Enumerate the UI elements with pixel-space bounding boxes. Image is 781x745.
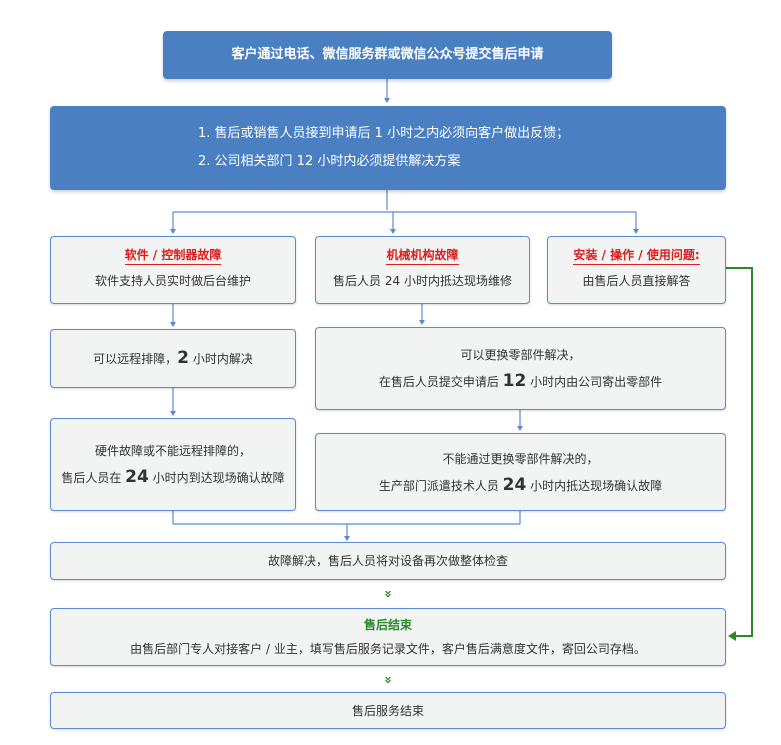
closing-desc: 由售后部门专人对接客户 / 业主，填写售后服务记录文件，客户售后满意度文件，寄回… — [130, 642, 646, 656]
recheck-text: 故障解决，售后人员将对设备再次做整体检查 — [267, 554, 508, 568]
double-chevron-down-icon: » — [380, 675, 396, 685]
text: 小时内由公司寄出零部件 — [526, 375, 663, 389]
replace-parts-line2: 在售后人员提交申请后 12 小时内由公司寄出零部件 — [379, 368, 662, 395]
text: 可以远程排障， — [93, 352, 178, 366]
no-parts-line1: 不能通过更换零部件解决的， — [442, 451, 599, 466]
hardware-line1: 硬件故障或不能远程排障的， — [94, 444, 251, 458]
hardware-fault-box: 硬件故障或不能远程排障的， 售后人员在 24 小时内到达现场确认故障 — [50, 418, 296, 511]
remote-fix-box: 可以远程排障，2 小时内解决 — [50, 329, 296, 388]
end-text: 售后服务结束 — [351, 703, 424, 718]
remote-fix-text: 可以远程排障，2 小时内解决 — [93, 346, 253, 371]
text: 小时内到达现场确认故障 — [148, 471, 285, 485]
double-chevron-down-icon: » — [380, 589, 396, 599]
text: 生产部门派遣技术人员 — [378, 478, 503, 493]
hours: 12 — [502, 371, 527, 391]
closing-box: 售后结束 由售后部门专人对接客户 / 业主，填写售后服务记录文件，客户售后满意度… — [50, 608, 726, 666]
response-rule-1: 1. 售后或销售人员接到申请后 1 小时之内必须向客户做出反馈； — [198, 126, 570, 141]
text: 在售后人员提交申请后 — [378, 375, 503, 389]
hours: 24 — [502, 474, 527, 495]
hours: 24 — [125, 467, 149, 487]
software-fault-box: 软件 / 控制器故障 软件支持人员实时做后台维护 — [50, 236, 296, 304]
start-step: 客户通过电话、微信服务群或微信公众号提交售后申请 — [163, 31, 612, 79]
software-fault-desc: 软件支持人员实时做后台维护 — [94, 274, 251, 288]
mechanical-fault-desc: 售后人员 24 小时内抵达现场维修 — [333, 274, 512, 288]
install-issue-box: 安装 / 操作 / 使用问题: 由售后人员直接解答 — [547, 236, 726, 304]
replace-parts-box: 可以更换零部件解决， 在售后人员提交申请后 12 小时内由公司寄出零部件 — [315, 327, 726, 410]
text: 小时内抵达现场确认故障 — [526, 478, 663, 493]
response-rule-2: 2. 公司相关部门 12 小时内必须提供解决方案 — [198, 154, 461, 169]
end-box: 售后服务结束 — [50, 692, 726, 729]
install-issue-title: 安装 / 操作 / 使用问题: — [573, 247, 700, 265]
no-parts-box: 不能通过更换零部件解决的， 生产部门派遣技术人员 24 小时内抵达现场确认故障 — [315, 433, 726, 511]
software-fault-title: 软件 / 控制器故障 — [124, 247, 222, 265]
text: 售后人员在 — [61, 471, 126, 485]
mechanical-fault-title: 机械机构故障 — [386, 247, 459, 265]
hours: 2 — [177, 348, 190, 368]
no-parts-line2: 生产部门派遣技术人员 24 小时内抵达现场确认故障 — [379, 472, 662, 499]
response-step: 1. 售后或销售人员接到申请后 1 小时之内必须向客户做出反馈； 2. 公司相关… — [50, 106, 726, 190]
closing-title: 售后结束 — [363, 618, 412, 632]
start-text: 客户通过电话、微信服务群或微信公众号提交售后申请 — [231, 47, 544, 62]
mechanical-fault-box: 机械机构故障 售后人员 24 小时内抵达现场维修 — [315, 236, 530, 304]
replace-parts-line1: 可以更换零部件解决， — [460, 348, 581, 362]
text: 小时内解决 — [189, 352, 253, 366]
install-issue-desc: 由售后人员直接解答 — [582, 274, 691, 288]
recheck-box: 故障解决，售后人员将对设备再次做整体检查 — [50, 542, 726, 580]
hardware-line2: 售后人员在 24 小时内到达现场确认故障 — [61, 464, 284, 491]
